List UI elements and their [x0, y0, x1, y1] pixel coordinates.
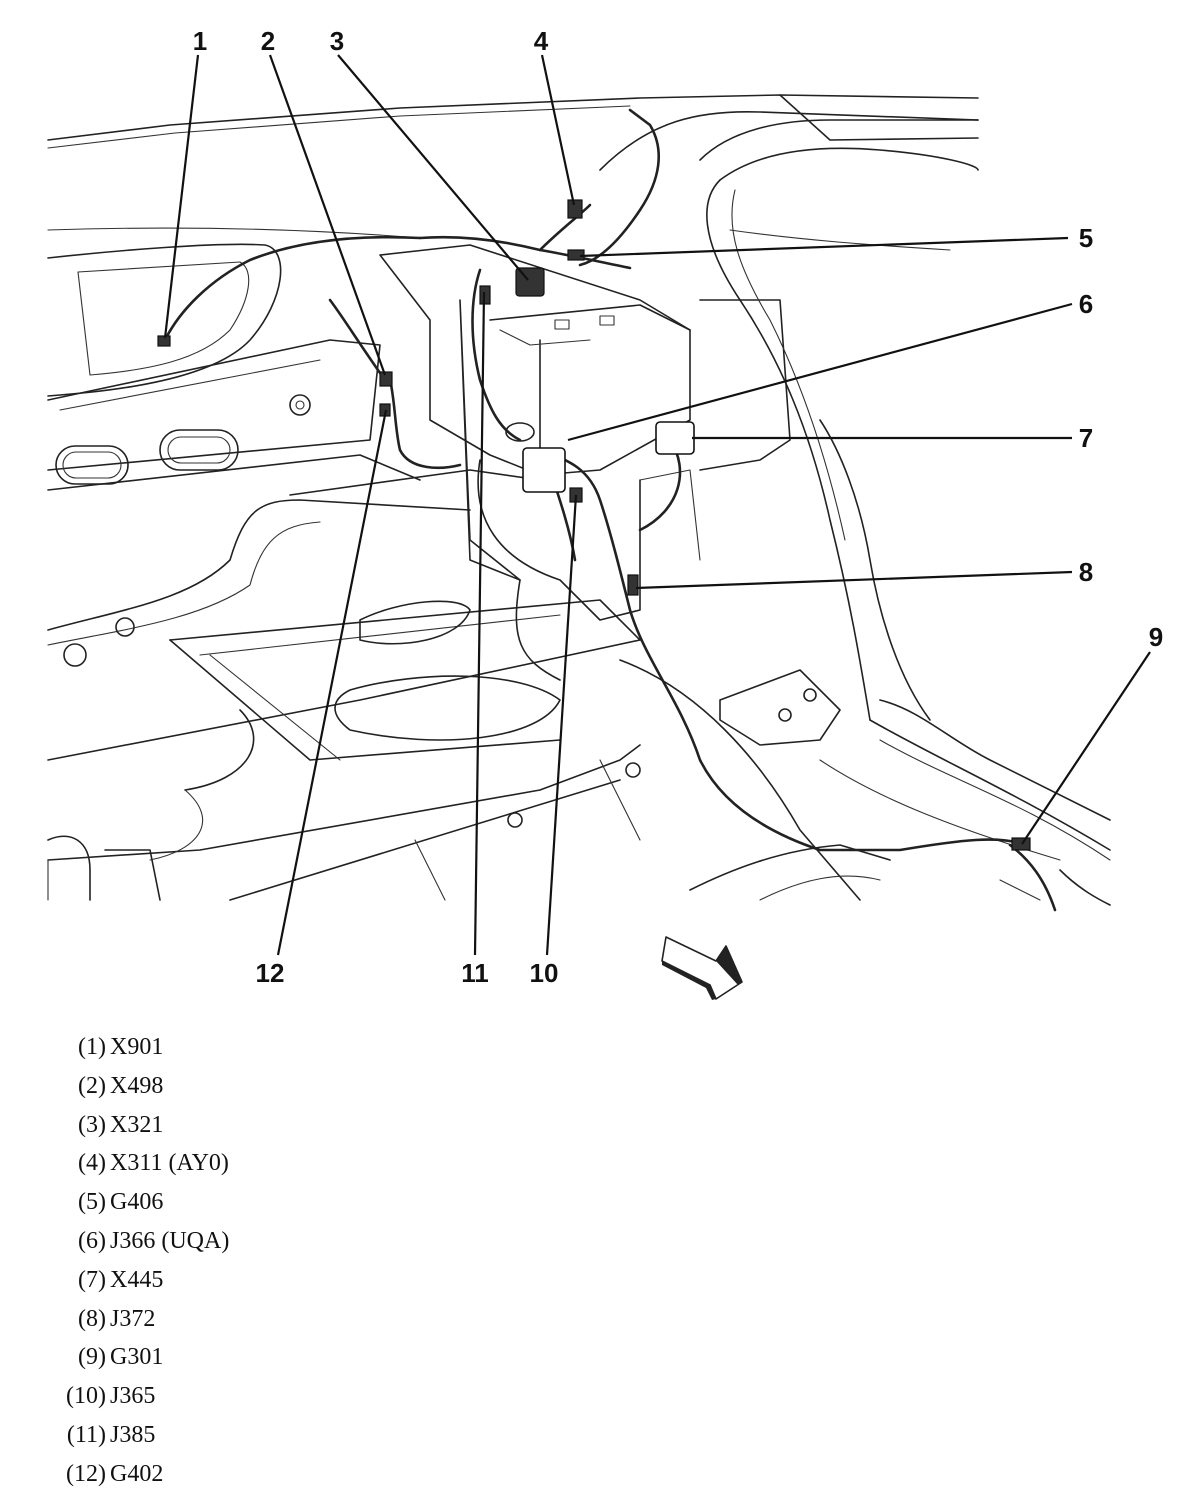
callout-9: 9	[1149, 622, 1163, 652]
rear-window	[47, 227, 421, 471]
legend-item: (6)J366 (UQA)	[52, 1226, 229, 1265]
legend-code: G406	[110, 1189, 164, 1216]
callout-7: 7	[1079, 423, 1093, 453]
legend-number: (8)	[78, 1305, 106, 1332]
callout-11: 11	[461, 958, 489, 988]
legend-code: X901	[110, 1034, 164, 1060]
legend-item: (10)J365	[52, 1381, 229, 1420]
legend-code: X498	[110, 1072, 164, 1099]
legend-item: (3)X321	[52, 1110, 229, 1149]
floor-pan	[47, 469, 641, 901]
splice-j372	[627, 574, 639, 596]
legend-code: X445	[110, 1266, 164, 1293]
connector-x311	[567, 199, 583, 219]
callout-12: 12	[256, 958, 285, 988]
legend-item: (1)X901	[52, 1032, 229, 1071]
connector-x901	[157, 335, 171, 347]
legend-code: J365	[110, 1383, 156, 1410]
callout-5: 5	[1079, 223, 1093, 253]
callout-3: 3	[330, 26, 344, 56]
legend-code: X321	[110, 1111, 164, 1138]
component-legend: (1)X901 (2)X498 (3)X321 (4)X311 (AY0) (5…	[52, 1032, 229, 1498]
legend-number: (4)	[78, 1150, 106, 1177]
legend-number: (11)	[66, 1421, 106, 1448]
legend-item: (11)J385	[52, 1420, 229, 1459]
callout-8: 8	[1079, 557, 1093, 587]
legend-item: (2)X498	[52, 1071, 229, 1110]
vehicle-harness-diagram: 1 2 3 4 5 6 7 8 9 10 11 12	[47, 26, 1163, 1000]
legend-number: (7)	[78, 1266, 106, 1293]
legend-number: (10)	[66, 1383, 106, 1410]
legend-code: J366 (UQA)	[110, 1227, 230, 1254]
legend-number: (9)	[78, 1344, 106, 1371]
callout-1: 1	[193, 26, 207, 56]
components	[157, 199, 1031, 851]
legend-number: (5)	[78, 1189, 106, 1216]
legend-code: J372	[110, 1305, 156, 1332]
callout-4: 4	[534, 26, 549, 56]
callout-6: 6	[1079, 289, 1093, 319]
legend-item: (12)G402	[52, 1459, 229, 1498]
legend-code: G402	[110, 1460, 164, 1487]
legend-item: (5)G406	[52, 1187, 229, 1226]
legend-number: (12)	[66, 1460, 106, 1487]
right-body-side	[619, 119, 1111, 906]
ground-g301	[1011, 837, 1031, 851]
connector-x498	[379, 371, 393, 387]
legend-code: J385	[110, 1421, 156, 1448]
legend-number: (6)	[78, 1227, 106, 1254]
legend-item: (8)J372	[52, 1304, 229, 1343]
rear-panel	[47, 394, 421, 491]
connector-x445	[655, 421, 695, 455]
legend-item: (4)X311 (AY0)	[52, 1148, 229, 1187]
rear-center-structure	[379, 244, 791, 681]
legend-item: (7)X445	[52, 1265, 229, 1304]
callout-10: 10	[530, 958, 559, 988]
callout-numbers: 1 2 3 4 5 6 7 8 9 10 11 12	[193, 26, 1163, 988]
callout-leaders	[163, 54, 1151, 956]
wiring-harness	[163, 108, 1057, 912]
legend-number: (2)	[78, 1072, 106, 1099]
legend-number: (3)	[78, 1111, 106, 1138]
legend-number: (1)	[78, 1034, 106, 1060]
callout-2: 2	[261, 26, 275, 56]
legend-code: X311 (AY0)	[110, 1150, 229, 1177]
roof-outline	[47, 94, 979, 171]
legend-item: (9)G301	[52, 1342, 229, 1381]
splice-j366	[522, 447, 566, 493]
legend-code: G301	[110, 1344, 164, 1371]
direction-arrow-icon	[661, 936, 743, 1000]
